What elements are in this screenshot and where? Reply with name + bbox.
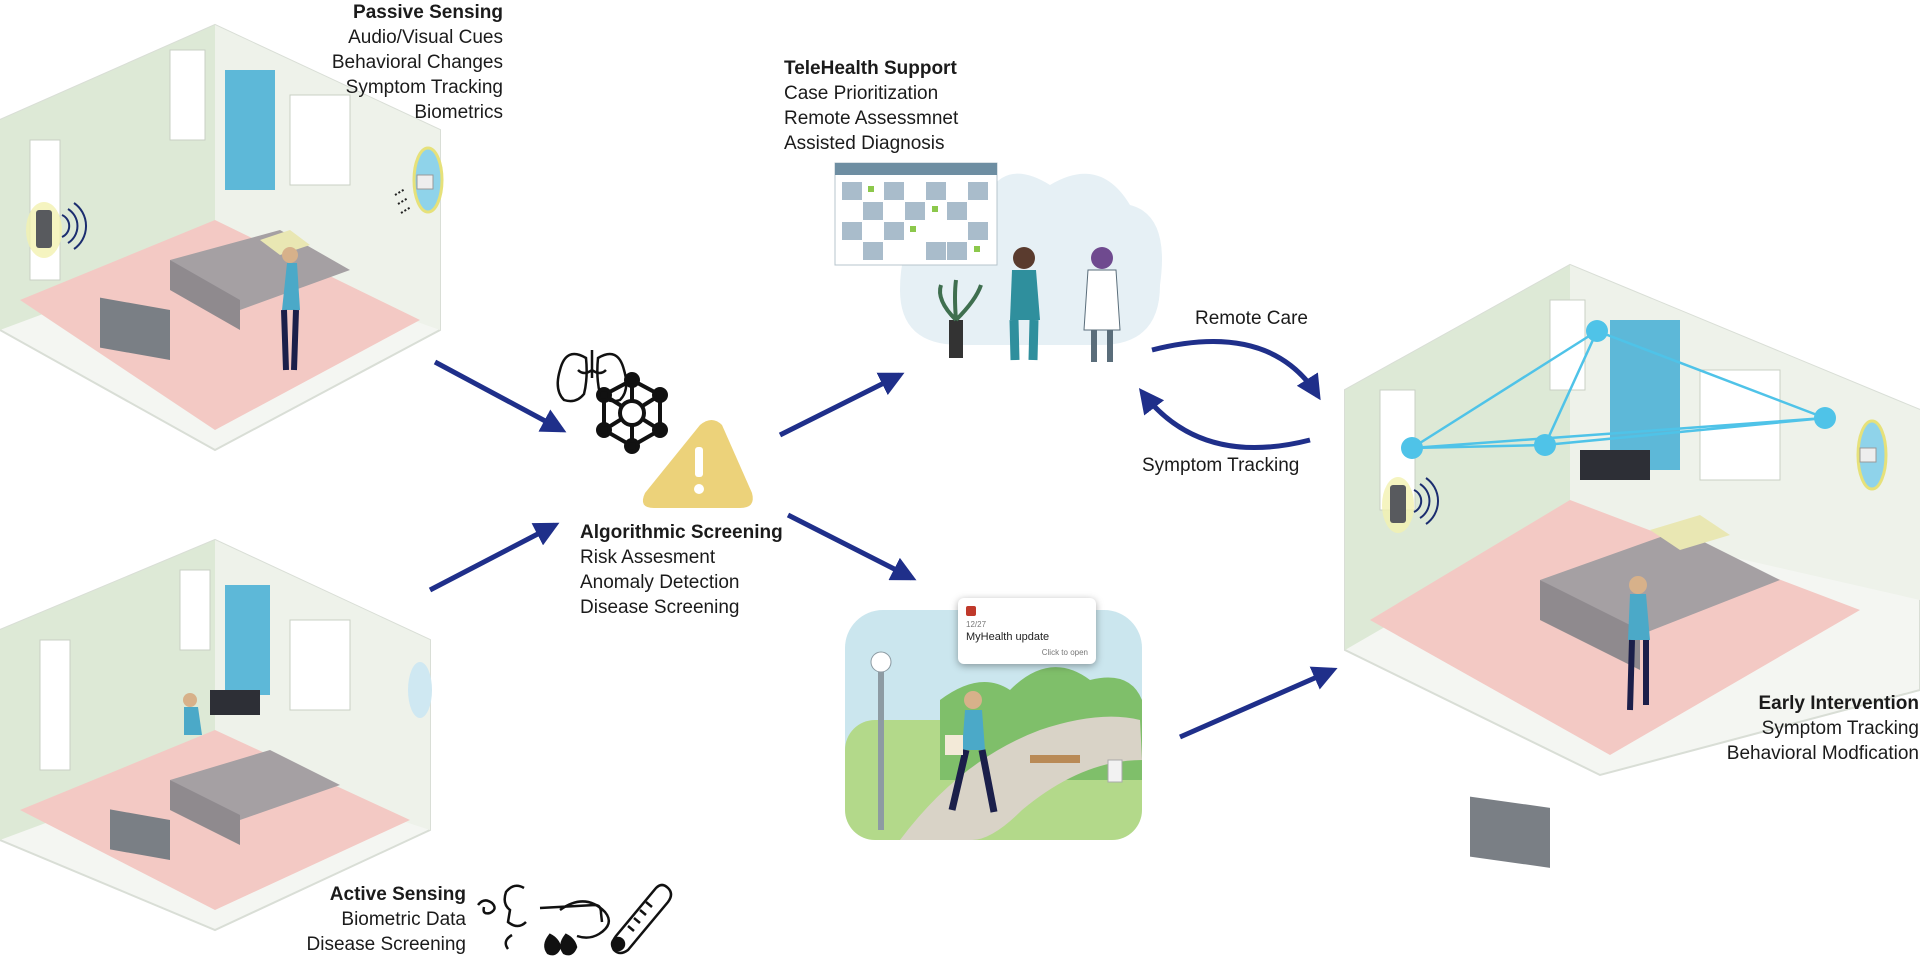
active-sensing-block: Active Sensing Biometric Data Disease Sc… <box>250 882 466 957</box>
speaker-icon <box>26 202 87 258</box>
lungs-icon <box>556 350 628 403</box>
passive-sensing-item: Symptom Tracking <box>345 77 503 98</box>
passive-sensing-item: Biometrics <box>414 102 503 123</box>
sensor-icon <box>394 146 444 214</box>
active-sensing-title: Active Sensing <box>329 884 466 905</box>
arrow-passive-to-screening <box>433 359 567 433</box>
algorithmic-item: Disease Screening <box>580 597 740 618</box>
arrow-screening-to-notification <box>786 512 917 581</box>
notification-date: 12/27 <box>966 620 987 629</box>
algorithmic-block: Algorithmic Screening Risk Assesment Ano… <box>580 520 840 620</box>
network-icon <box>596 372 668 454</box>
symptom-tracking-label: Symptom Tracking <box>1142 455 1300 476</box>
algorithmic-title: Algorithmic Screening <box>580 522 783 543</box>
flow-arrows <box>428 339 1338 740</box>
active-sensing-item: Disease Screening <box>306 934 466 955</box>
passive-sensing-title: Passive Sensing <box>353 2 503 23</box>
telehealth-title: TeleHealth Support <box>784 58 957 79</box>
passive-sensing-room <box>0 23 444 452</box>
telehealth-item: Case Prioritization <box>784 83 939 104</box>
active-sensing-room <box>0 538 432 932</box>
passive-sensing-item: Audio/Visual Cues <box>348 27 503 48</box>
schedule-grid <box>842 182 988 260</box>
app-icon <box>966 606 976 616</box>
passive-sensing-block: Passive Sensing Audio/Visual Cues Behavi… <box>260 0 503 125</box>
algorithmic-item: Anomaly Detection <box>580 572 740 593</box>
early-intervention-title: Early Intervention <box>1758 693 1920 714</box>
nose-swab-icon <box>539 900 611 956</box>
speaker-icon <box>1382 477 1439 533</box>
warning-icon <box>642 420 753 508</box>
remote-care-label: Remote Care <box>1195 308 1308 329</box>
algorithmic-item: Risk Assesment <box>580 547 716 568</box>
notification-open-link[interactable]: Click to open <box>1041 648 1088 657</box>
telehealth-item: Assisted Diagnosis <box>784 133 945 154</box>
arrow-active-to-screening <box>428 522 560 593</box>
telehealth-block: TeleHealth Support Case Prioritization R… <box>784 56 1044 156</box>
arrow-screening-to-telehealth <box>778 372 905 438</box>
active-sensing-item: Biometric Data <box>341 909 466 930</box>
notification-card[interactable]: 12/27 MyHealth update Click to open <box>958 598 1096 664</box>
thermometer-icon <box>610 883 673 955</box>
arrow-remote-care <box>1151 339 1321 401</box>
arrow-park-to-intervention <box>1178 666 1338 740</box>
passive-sensing-item: Behavioral Changes <box>331 52 503 73</box>
early-intervention-room <box>1344 263 1920 868</box>
arrow-symptom-tracking <box>1138 388 1311 451</box>
early-intervention-item: Behavioral Modfication <box>1726 743 1919 764</box>
sensor-icon <box>1856 419 1888 491</box>
telehealth-scene <box>834 162 1162 362</box>
park-scene <box>845 610 1142 840</box>
telehealth-item: Remote Assessmnet <box>784 108 959 129</box>
cough-icon <box>477 884 527 950</box>
early-intervention-block: Early Intervention Symptom Tracking Beha… <box>1660 691 1919 766</box>
early-intervention-item: Symptom Tracking <box>1761 718 1919 739</box>
notification-title: MyHealth update <box>966 631 1050 643</box>
